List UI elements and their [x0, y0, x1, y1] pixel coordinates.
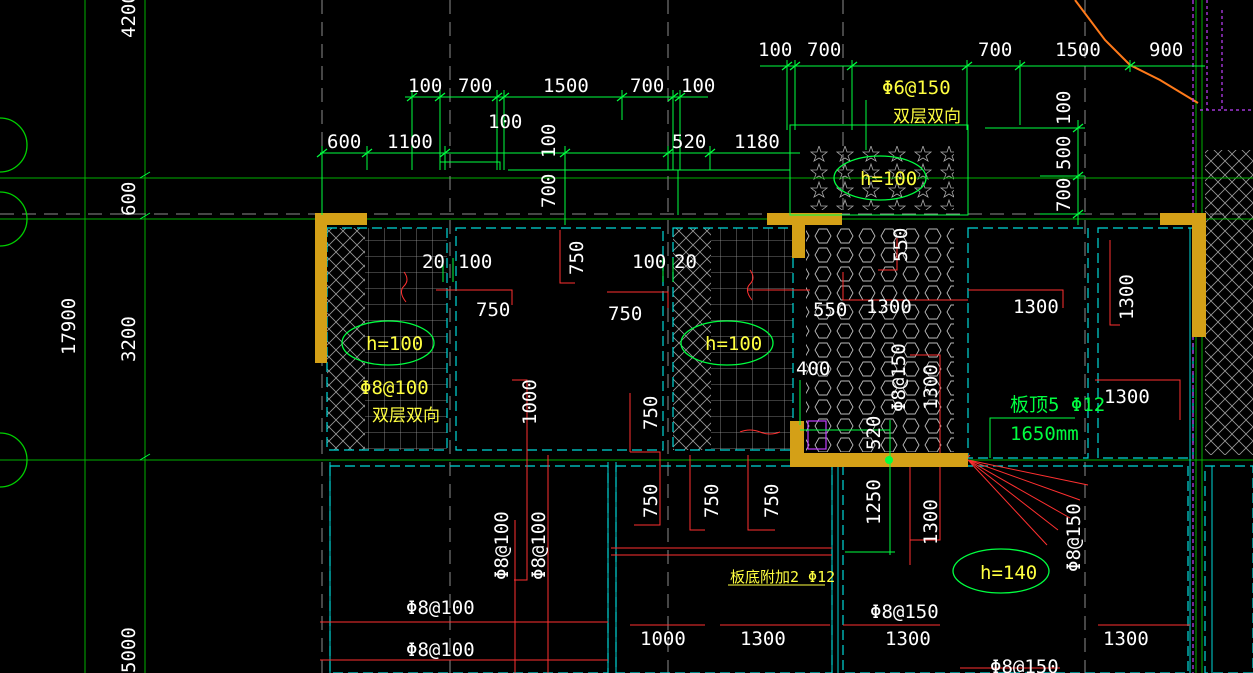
- dim-vert-r100: 100: [1053, 91, 1075, 125]
- rebar-double-top: 双层双向: [893, 107, 961, 127]
- dim-vert-r500: 500: [1053, 136, 1075, 170]
- dim-b1000: 1000: [640, 628, 686, 650]
- dim-b1300b: 1300: [885, 628, 931, 650]
- dim-i1300v: 1300: [1116, 274, 1138, 320]
- dim-phi8-150-v: Φ8@150: [888, 343, 910, 412]
- dim-tr-100: 100: [758, 39, 792, 61]
- dim-tr-700b: 700: [978, 39, 1012, 61]
- dim-top-520: 520: [672, 131, 706, 153]
- dim-i750e: 750: [640, 396, 662, 430]
- rebar-len-1650: 1650mm: [1010, 423, 1079, 445]
- dim-600-axis: 600: [118, 182, 140, 216]
- dim-i20b: 20: [674, 251, 697, 273]
- dim-i1300a: 1300: [866, 296, 912, 318]
- dim-vert-700: 700: [538, 174, 560, 208]
- dim-i750g: 750: [701, 484, 723, 518]
- dim-i1300d: 1300: [920, 364, 942, 410]
- dim-top-100a: 100: [408, 75, 442, 97]
- dim-i750h: 750: [761, 484, 783, 518]
- dim-b1300a: 1300: [740, 628, 786, 650]
- dim-top-1500: 1500: [543, 75, 589, 97]
- dim-phi8-100-h2: Φ8@100: [406, 639, 475, 661]
- rebar-phi6-150: Φ6@150: [882, 77, 951, 99]
- reference-point: [885, 456, 893, 464]
- dim-top-1180: 1180: [734, 131, 780, 153]
- rebar-lines: [320, 230, 1190, 673]
- dim-phi8-150-b: Φ8@150: [870, 601, 939, 623]
- dim-phi8-100-h1: Φ8@100: [406, 597, 475, 619]
- dim-i1250: 1250: [863, 479, 885, 525]
- dim-i100a: 100: [458, 251, 492, 273]
- dim-i750f: 750: [640, 484, 662, 518]
- dim-phi8-100-v2: Φ8@100: [528, 511, 550, 580]
- dim-i400: 400: [796, 358, 830, 380]
- slab-h140: h=140: [980, 562, 1037, 584]
- dim-top-700b: 700: [630, 75, 664, 97]
- thickness-ellipses: [341, 155, 1050, 594]
- dim-i1000: 1000: [519, 379, 541, 425]
- dim-i550v: 550: [890, 228, 912, 262]
- slab-h100-left: h=100: [366, 333, 423, 355]
- left-axis-dim-ticks: [139, 171, 151, 461]
- dim-i1300e: 1300: [1104, 386, 1150, 408]
- dim-3200: 3200: [118, 316, 140, 362]
- dim-i550a: 550: [813, 299, 847, 321]
- dim-top-700a: 700: [458, 75, 492, 97]
- slab-h100-mid: h=100: [705, 333, 762, 355]
- dim-i1300f: 1300: [920, 499, 942, 545]
- dimension-ticks: [316, 61, 1136, 219]
- dim-phi8-100-v1: Φ8@100: [491, 511, 513, 580]
- walls: [315, 213, 1206, 467]
- rebar-plate-top-5: 板顶5 Φ12: [1010, 394, 1105, 416]
- dim-tr-900: 900: [1149, 39, 1183, 61]
- dim-5000: 5000: [118, 627, 140, 673]
- dim-17900: 17900: [58, 298, 80, 355]
- dim-top-100b: 100: [681, 75, 715, 97]
- dim-tr-700: 700: [807, 39, 841, 61]
- dim-vert-r700: 700: [1053, 178, 1075, 212]
- slab-edge-solid: [329, 228, 1213, 673]
- dim-4200: 4200: [118, 0, 140, 38]
- dimension-lines: [320, 60, 1205, 555]
- dim-i750v: 750: [566, 241, 588, 275]
- dim-i520: 520: [863, 416, 885, 450]
- dim-b1300c: 1300: [1103, 628, 1149, 650]
- dim-i20a: 20: [422, 251, 445, 273]
- dim-top-1100: 1100: [387, 131, 433, 153]
- rebar-phi8-100-left: Φ8@100: [360, 377, 429, 399]
- dim-top-600: 600: [327, 131, 361, 153]
- slab-h100-top: h=100: [860, 168, 917, 190]
- dim-phi8-150-c: Φ8@150: [990, 656, 1059, 673]
- dim-tr-1500: 1500: [1055, 39, 1101, 61]
- axis-bubbles: [0, 117, 28, 488]
- dim-phi8-150-fan: Φ8@150: [1063, 503, 1085, 572]
- rebar-double-left: 双层双向: [372, 406, 440, 426]
- dim-i100b: 100: [632, 251, 666, 273]
- dim-i1300b: 1300: [1013, 296, 1059, 318]
- dim-vert-100: 100: [538, 124, 560, 158]
- rebar-plate-bottom-2: 板底附加2 Φ12: [730, 568, 835, 586]
- dim-i750a: 750: [476, 299, 510, 321]
- dim-top-100c: 100: [488, 111, 522, 133]
- dim-i750c: 750: [608, 303, 642, 325]
